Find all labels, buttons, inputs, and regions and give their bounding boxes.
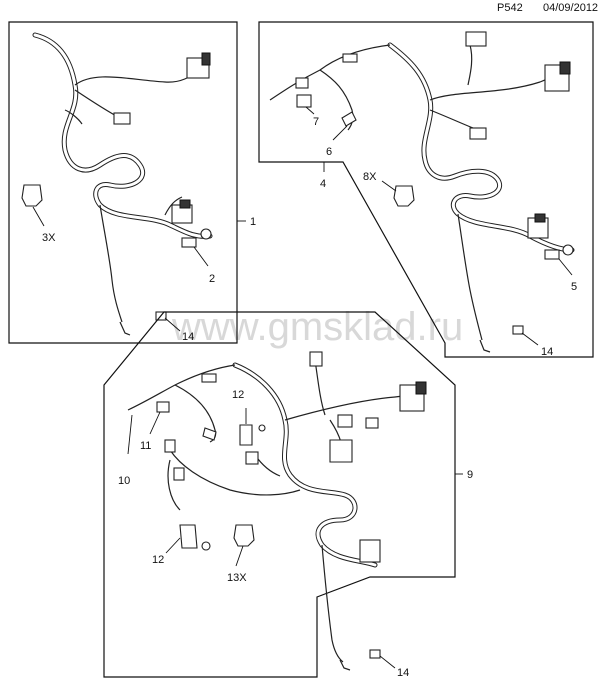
callout-4: 4 xyxy=(320,178,326,190)
page-code: P542 xyxy=(497,2,523,14)
wiring-harness-4 xyxy=(269,42,575,341)
clip-8x xyxy=(393,185,415,207)
callout-14b: 14 xyxy=(541,346,553,358)
clip-13x xyxy=(233,524,255,547)
callout-1: 1 xyxy=(250,216,256,228)
assembly-frame-1 xyxy=(8,21,238,344)
callout-12b: 12 xyxy=(152,554,164,566)
callout-14a: 14 xyxy=(182,331,194,343)
wiring-harness-1 xyxy=(32,32,213,323)
callout-13x: 13X xyxy=(227,572,247,584)
sensor-12a xyxy=(239,424,253,446)
sensor-6 xyxy=(341,111,357,127)
callout-6: 6 xyxy=(326,146,332,158)
callout-3x: 3X xyxy=(42,232,56,244)
sensor-12b xyxy=(179,524,198,549)
callout-11: 11 xyxy=(140,440,151,452)
page-date: 04/09/2012 xyxy=(543,2,599,14)
assembly-frame-9 xyxy=(103,311,456,678)
callout-5: 5 xyxy=(571,281,577,293)
clip-3x xyxy=(21,184,43,207)
callout-14c: 14 xyxy=(397,667,409,679)
callout-7: 7 xyxy=(313,116,319,128)
callout-2: 2 xyxy=(209,273,215,285)
callout-12a: 12 xyxy=(232,389,244,401)
callout-8x: 8X xyxy=(363,171,377,183)
assembly-frame-4 xyxy=(258,21,594,358)
wiring-harness-9 xyxy=(127,359,416,663)
clip-7 xyxy=(296,94,312,108)
fastener-14b xyxy=(512,325,524,335)
callout-10: 10 xyxy=(118,475,130,487)
callout-9: 9 xyxy=(467,469,473,481)
fastener-14c xyxy=(369,649,381,659)
clip-11 xyxy=(156,401,170,413)
